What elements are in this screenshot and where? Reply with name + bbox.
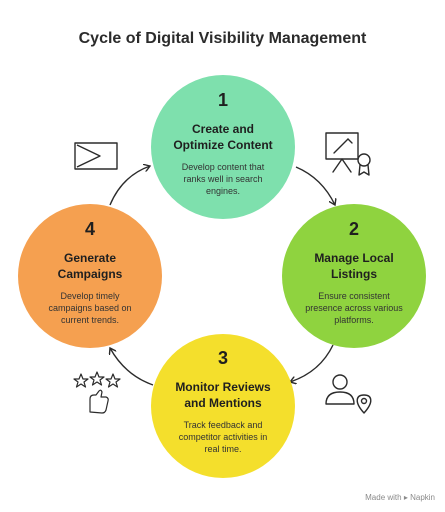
arrow-4-to-1: [109, 166, 150, 206]
step-3-node: 3 Monitor Reviews and Mentions Track fee…: [157, 348, 289, 455]
step-4-node: 4 Generate Campaigns Develop timely camp…: [24, 219, 156, 326]
step-2-circle: [282, 204, 426, 348]
diagram-title: Cycle of Digital Visibility Management: [78, 30, 367, 47]
step-1-title: Create and Optimize Content: [173, 122, 273, 152]
step-3-description: Track feedback and competitor activities…: [178, 420, 268, 454]
step-2-title: Manage Local Listings: [314, 251, 394, 281]
step-4-circle: [18, 204, 162, 348]
step-2-node: 2 Manage Local Listings Ensure consisten…: [288, 219, 420, 326]
step-4-number: 4: [84, 219, 95, 239]
napkin-logo-icon: ▸: [403, 493, 408, 502]
step-1-number: 1: [217, 90, 228, 110]
arrow-1-to-2: [295, 166, 335, 205]
arrow-3-to-4: [110, 348, 154, 386]
star-rating-icon: [73, 371, 121, 414]
step-1-circle: [151, 75, 295, 219]
made-with-label: Made with: [365, 493, 402, 502]
napkin-watermark: Made with ▸ Napkin: [365, 493, 435, 502]
campaign-flag-icon: [74, 142, 118, 170]
step-2-number: 2: [348, 219, 359, 239]
step-1-node: 1 Create and Optimize Content Develop co…: [157, 90, 289, 197]
step-3-circle: [151, 334, 295, 478]
brand-label: Napkin: [410, 493, 435, 502]
arrow-2-to-3: [290, 344, 334, 382]
step-4-description: Develop timely campaigns based on curren…: [48, 291, 132, 325]
step-3-number: 3: [217, 348, 228, 368]
step-3-title: Monitor Reviews and Mentions: [175, 380, 271, 410]
user-location-icon: [325, 374, 372, 414]
step-2-description: Ensure consistent presence across variou…: [305, 291, 403, 325]
whiteboard-icon: [325, 132, 371, 176]
step-1-description: Develop content that ranks well in searc…: [181, 162, 265, 196]
step-4-title: Generate Campaigns: [57, 251, 123, 281]
